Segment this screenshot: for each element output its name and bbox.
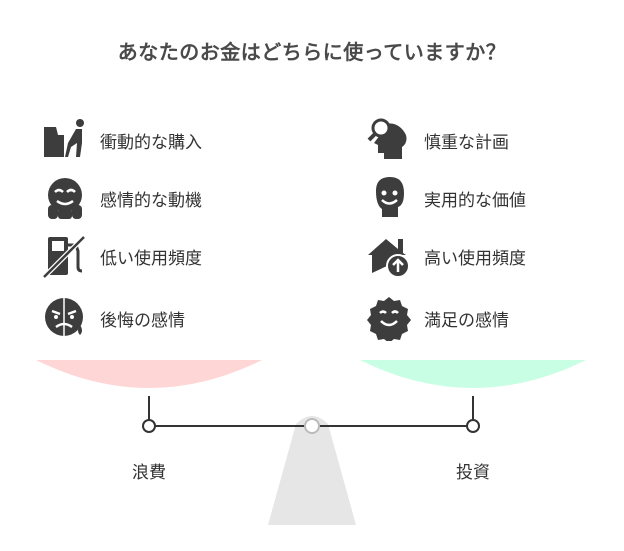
fulcrum [268,416,356,525]
waste-item-regret: 後悔の感情 [42,296,185,340]
waste-item-emotional: 感情的な動機 [42,176,202,220]
pivot-joint [304,418,320,434]
investment-item-label: 実用的な価値 [424,190,526,211]
thinking-head-icon [366,117,412,163]
investment-item-label: 満足の感情 [424,310,509,331]
smiling-head-icon [366,175,412,221]
investment-item-high-usage: 高い使用頻度 [366,234,526,278]
investment-item-label: 慎重な計画 [424,132,509,153]
house-upgrade-icon [366,233,412,279]
waste-item-low-usage: 低い使用頻度 [42,233,202,279]
investment-pan-label: 投資 [456,463,490,483]
impulse-shopper-icon [42,117,88,163]
investment-pan [360,360,586,388]
waste-item-label: 後悔の感情 [100,310,185,331]
investment-item-planning: 慎重な計画 [366,118,509,162]
waste-pan [36,360,262,388]
investment-item-satisfaction: 満足の感情 [366,295,509,341]
page-title: あなたのお金はどちらに使っていますか？ [117,40,507,64]
waste-item-label: 低い使用頻度 [100,248,202,269]
right-beam-joint [466,419,480,433]
left-beam-joint [142,419,156,433]
emotional-face-icon [42,175,88,221]
investment-item-value: 実用的な価値 [366,176,526,220]
waste-item-label: 衝動的な購入 [100,132,202,153]
waste-item-label: 感情的な動機 [100,190,202,211]
waste-item-impulse: 衝動的な購入 [42,118,202,162]
waste-pan-label: 浪費 [132,463,166,483]
regret-face-icon [42,295,88,341]
investment-item-label: 高い使用頻度 [424,248,526,269]
satisfied-smile-icon [366,295,412,341]
unused-fuel-pump-icon [42,233,88,279]
